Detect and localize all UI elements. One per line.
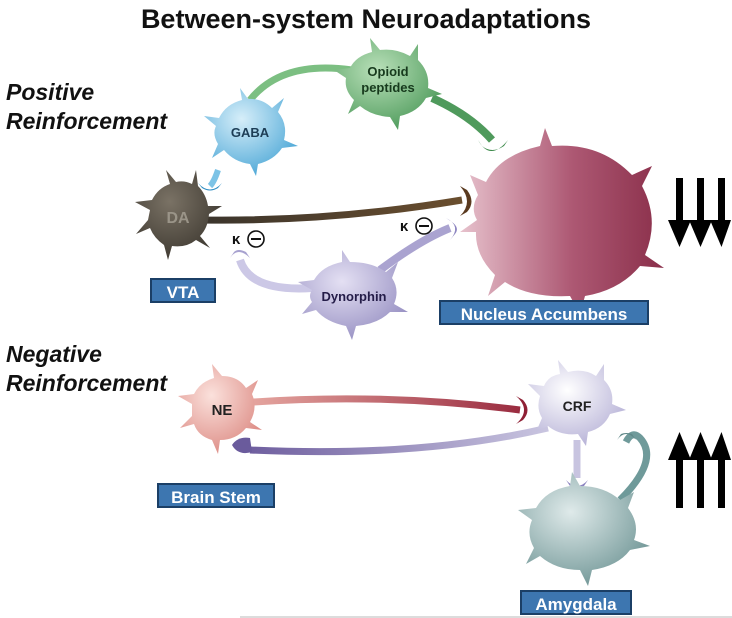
gaba-label: GABA [231, 125, 270, 140]
kappa-label-accumbens: κ [400, 218, 409, 235]
increase-arrows [668, 432, 731, 508]
dynorphin-to-accumbens-axon [377, 224, 452, 274]
da-neuron: DA [135, 170, 222, 260]
dynorphin-to-vta-axon [236, 258, 313, 293]
ne-to-crf-axon [239, 395, 521, 414]
up-arrow-icon [710, 432, 731, 508]
region-label-vta: VTA [150, 278, 216, 303]
nucleus-accumbens-cell [460, 128, 664, 314]
crf-ne-terminal [232, 437, 252, 454]
opioid-peptides-neuron: Opioid peptides [334, 38, 442, 130]
region-label-brain-stem: Brain Stem [157, 483, 275, 508]
gaba-to-da-axon [207, 169, 221, 189]
crf-to-ne-axon [249, 424, 549, 456]
down-arrow-icon [710, 178, 731, 247]
crf-neuron: CRF [528, 360, 626, 446]
positive-label-line2: Reinforcement [6, 108, 168, 134]
region-label-amygdala: Amygdala [520, 590, 632, 615]
amygdala-cell [518, 472, 650, 586]
crf-label: CRF [563, 398, 592, 414]
da-synapse-terminal [460, 186, 472, 216]
gaba-neuron: GABA [204, 88, 298, 176]
dynorphin-neuron: Dynorphin [298, 250, 408, 340]
decrease-arrows [668, 178, 731, 247]
negative-label-line2: Reinforcement [6, 370, 168, 396]
da-label: DA [166, 210, 190, 227]
diagram-title: Between-system Neuroadaptations [140, 4, 592, 34]
ne-neuron: NE [178, 364, 262, 454]
negative-label-line1: Negative [6, 341, 102, 367]
ne-label: NE [212, 402, 233, 419]
kappa-label-vta: κ [232, 231, 241, 248]
ne-synapse-terminal [516, 396, 528, 424]
opioid-to-gaba-process [247, 64, 353, 103]
down-arrow-icon [689, 178, 712, 247]
dynorphin-label: Dynorphin [322, 289, 387, 304]
up-arrow-icon [689, 432, 712, 508]
region-label-nucleus-accumbens: Nucleus Accumbens [439, 300, 649, 325]
opioid-label-line2: peptides [361, 80, 414, 95]
da-to-accumbens-axon [199, 196, 463, 224]
gaba-synapse-terminal [198, 183, 222, 191]
opioid-label-line1: Opioid [367, 64, 408, 79]
up-arrow-icon [668, 432, 691, 508]
positive-label-line1: Positive [6, 79, 95, 105]
amygdala-crf-terminal [617, 433, 636, 440]
kappa-marker-accumbens: κ [400, 217, 433, 235]
opioid-synapse-terminal [478, 140, 508, 151]
dynorphin-accumbens-terminal [446, 218, 457, 240]
negative-reinforcement-label: Negative Reinforcement [6, 340, 167, 398]
kappa-marker-vta: κ [232, 230, 265, 248]
down-arrow-icon [668, 178, 691, 247]
amygdala-to-crf-axon [617, 431, 651, 503]
opioid-to-accumbens-axon [430, 94, 496, 143]
positive-reinforcement-label: Positive Reinforcement [6, 78, 167, 136]
dynorphin-vta-terminal [230, 250, 250, 258]
